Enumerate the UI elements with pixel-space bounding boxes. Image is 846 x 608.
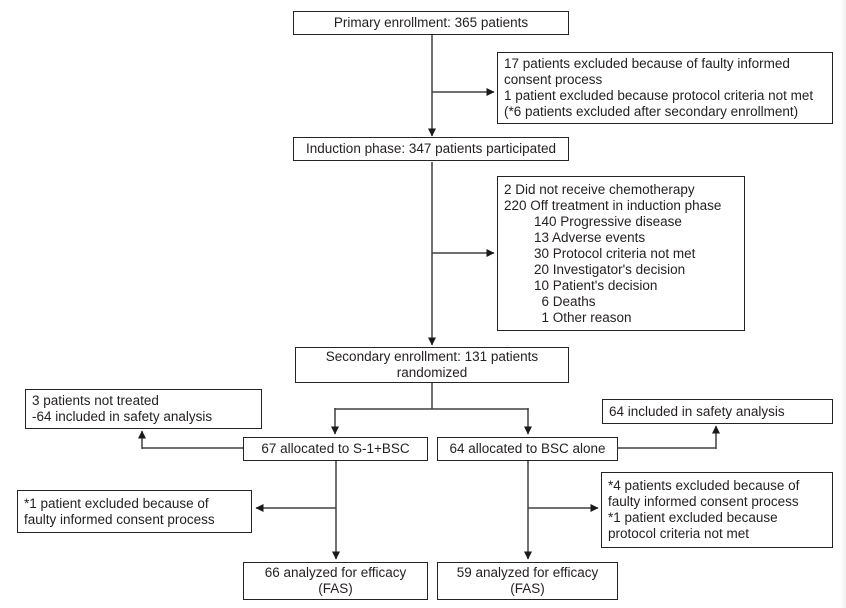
- exclusion-s1-text: *1 patient excluded because of faulty in…: [24, 495, 215, 527]
- secondary-enrollment-text: Secondary enrollment: 131 patients rando…: [325, 349, 539, 380]
- not-treated-safety-text: 3 patients not treated -64 included in s…: [32, 393, 213, 424]
- exclusion-induction-text: 2 Did not receive chemotherapy 220 Off t…: [504, 181, 722, 325]
- fas-bsc-text: 59 analyzed for efficacy (FAS): [456, 565, 599, 596]
- allocated-bsc-alone-text: 64 allocated to BSC alone: [449, 441, 606, 456]
- induction-phase-text: Induction phase: 347 patients participat…: [306, 141, 556, 156]
- box-exclusion-s1: *1 patient excluded because of faulty in…: [17, 490, 252, 533]
- box-primary-enrollment: Primary enrollment: 365 patients: [293, 11, 569, 35]
- box-safety-bsc: 64 included in safety analysis: [602, 399, 833, 424]
- exclusion-primary-text: 17 patients excluded because of faulty i…: [504, 56, 814, 119]
- box-fas-bsc: 59 analyzed for efficacy (FAS): [437, 562, 618, 600]
- box-induction-phase: Induction phase: 347 patients participat…: [293, 137, 569, 161]
- box-allocated-s1-bsc: 67 allocated to S-1+BSC: [243, 437, 428, 461]
- exclusion-bsc-text: *4 patients excluded because of faulty i…: [608, 478, 800, 541]
- box-fas-s1: 66 analyzed for efficacy (FAS): [243, 562, 428, 600]
- safety-bsc-text: 64 included in safety analysis: [609, 403, 785, 419]
- box-exclusion-bsc: *4 patients excluded because of faulty i…: [601, 472, 833, 548]
- primary-enrollment-text: Primary enrollment: 365 patients: [333, 15, 529, 30]
- image-edge-shade: [840, 0, 846, 608]
- box-allocated-bsc-alone: 64 allocated to BSC alone: [437, 437, 618, 461]
- box-exclusion-induction: 2 Did not receive chemotherapy 220 Off t…: [497, 176, 745, 331]
- allocated-s1-bsc-text: 67 allocated to S-1+BSC: [261, 441, 410, 456]
- box-not-treated-safety: 3 patients not treated -64 included in s…: [25, 389, 262, 429]
- fas-s1-text: 66 analyzed for efficacy (FAS): [264, 565, 407, 596]
- box-secondary-enrollment: Secondary enrollment: 131 patients rando…: [295, 347, 569, 383]
- box-exclusion-primary: 17 patients excluded because of faulty i…: [497, 52, 833, 124]
